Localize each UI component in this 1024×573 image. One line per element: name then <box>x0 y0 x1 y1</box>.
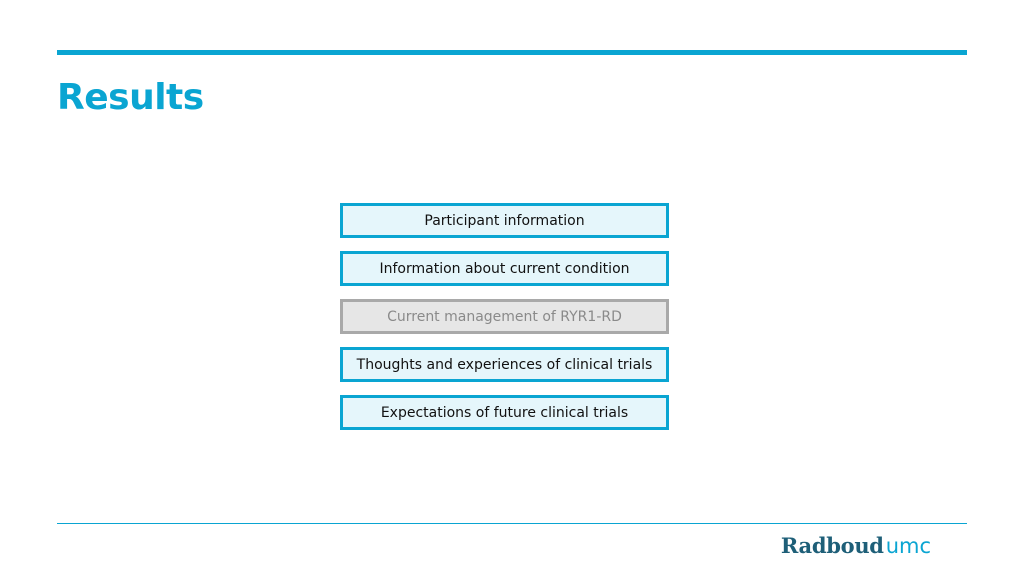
radboudumc-logo: Radboudumc <box>781 532 931 561</box>
bottom-divider <box>57 523 967 524</box>
logo-text-radboud: Radboud <box>780 533 884 558</box>
logo-text-umc: umc <box>885 534 931 558</box>
box-participant-information: Participant information <box>340 203 669 238</box>
slide-title: Results <box>57 77 204 118</box>
box-information-current-condition: Information about current condition <box>340 251 669 286</box>
box-current-management: Current management of RYR1-RD <box>340 299 669 334</box>
box-expectations-future-trials: Expectations of future clinical trials <box>340 395 669 430</box>
results-box-list: Participant information Information abou… <box>340 203 669 443</box>
top-divider <box>57 50 967 55</box>
box-thoughts-experiences: Thoughts and experiences of clinical tri… <box>340 347 669 382</box>
